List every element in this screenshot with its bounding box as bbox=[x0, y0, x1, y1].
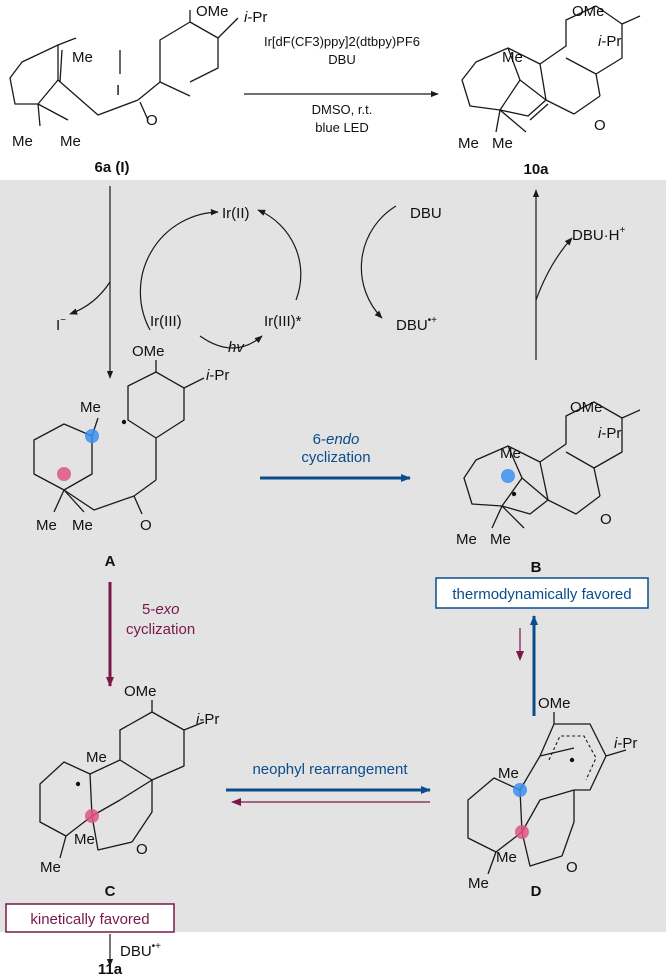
intermediate-A-label: A bbox=[105, 553, 116, 570]
carbonyl-o-D: O bbox=[566, 859, 578, 876]
intermediate-B-label: B bbox=[531, 559, 542, 576]
ome-label-6a: OMe bbox=[196, 3, 229, 20]
me-label-B-top: Me bbox=[500, 445, 521, 462]
dbu-oxidation-arc bbox=[360, 205, 397, 319]
dbu-radical-cation-label: DBU•+ bbox=[396, 315, 437, 334]
me-label-6a-1: Me bbox=[12, 133, 33, 150]
me-label-B-1: Me bbox=[456, 531, 477, 548]
ipr-label-B: i-Pr bbox=[598, 425, 621, 442]
intermediate-D-structure bbox=[467, 712, 627, 875]
ipr-label-6a: i-Pr bbox=[244, 9, 267, 26]
exo-step-line2: cyclization bbox=[126, 621, 195, 638]
carbonyl-o-B: O bbox=[600, 511, 612, 528]
radical-dot-D bbox=[569, 757, 575, 763]
product-11a-label: 11a bbox=[98, 961, 123, 974]
ome-label-D: OMe bbox=[538, 695, 571, 712]
radical-dot-B bbox=[511, 491, 517, 497]
thermo-box-text: thermodynamically favored bbox=[452, 586, 631, 603]
final-reagent-label: DBU•+ bbox=[120, 941, 161, 960]
conditions-base: DBU bbox=[328, 52, 355, 67]
exo-step-line1: 5-exo bbox=[142, 601, 180, 618]
intermediate-B-structure bbox=[463, 401, 641, 529]
dbu-label: DBU bbox=[410, 205, 442, 222]
pink-carbon-C bbox=[85, 809, 99, 823]
conditions-catalyst: Ir[dF(CF3)ppy]2(dtbpy)PF6 bbox=[264, 34, 420, 49]
thermo-box bbox=[435, 577, 649, 609]
ipr-label-C: i-Pr bbox=[196, 711, 219, 728]
blue-carbon-A bbox=[85, 429, 99, 443]
intermediate-D-label: D bbox=[531, 883, 542, 900]
me-label-A-2: Me bbox=[72, 517, 93, 534]
substrate-6a-structure bbox=[9, 10, 239, 127]
ir-excitation-arrow bbox=[199, 335, 263, 349]
intermediate-C-label: C bbox=[105, 883, 116, 900]
ir2-regeneration-arc bbox=[257, 209, 302, 301]
ome-label-C: OMe bbox=[124, 683, 157, 700]
ir3-label: Ir(III) bbox=[150, 313, 182, 330]
intermediate-A-structure bbox=[33, 360, 205, 515]
blue-carbon-D bbox=[513, 783, 527, 797]
carbonyl-o-6a: O bbox=[146, 112, 158, 129]
me-label-B-2: Me bbox=[490, 531, 511, 548]
neophyl-label: neophyl rearrangement bbox=[252, 761, 408, 778]
endo-step-line2: cyclization bbox=[301, 449, 370, 466]
me-label-C-2: Me bbox=[40, 859, 61, 876]
ipr-label-D: i-Pr bbox=[614, 735, 637, 752]
me-label-D-2: Me bbox=[468, 875, 489, 892]
endo-step-line1: 6-endo bbox=[313, 431, 360, 448]
me-label-10a-2: Me bbox=[492, 135, 513, 152]
ir2-label: Ir(II) bbox=[222, 205, 250, 222]
conditions-solvent: DMSO, r.t. bbox=[312, 102, 373, 117]
conditions-light: blue LED bbox=[315, 120, 368, 135]
carbonyl-o-10a: O bbox=[594, 117, 606, 134]
kinetic-box-text: kinetically favored bbox=[30, 911, 149, 928]
carbonyl-o-A: O bbox=[140, 517, 152, 534]
substrate-label: 6a (I) bbox=[94, 159, 129, 176]
iodo-label-6a: I bbox=[116, 82, 120, 99]
iodide-release-arrow bbox=[69, 281, 111, 315]
me-label-10a-top: Me bbox=[502, 49, 523, 66]
ipr-label-A: i-Pr bbox=[206, 367, 229, 384]
dbu-h-label: DBU·H+ bbox=[572, 225, 626, 244]
radical-dot-A bbox=[121, 419, 127, 425]
me-label-C-1: Me bbox=[74, 831, 95, 848]
blue-carbon-B bbox=[501, 469, 515, 483]
ir-cycle-left-arc bbox=[139, 209, 219, 331]
ome-label-B: OMe bbox=[570, 399, 603, 416]
carbonyl-o-C: O bbox=[136, 841, 148, 858]
ipr-label-10a: i-Pr bbox=[598, 33, 621, 50]
me-label-D-1: Me bbox=[496, 849, 517, 866]
ome-label-A: OMe bbox=[132, 343, 165, 360]
me-label-C-top: Me bbox=[86, 749, 107, 766]
me-label-A-top: Me bbox=[80, 399, 101, 416]
product-10a-structure bbox=[461, 5, 641, 133]
pink-carbon-A bbox=[57, 467, 71, 481]
ome-label-10a: OMe bbox=[572, 3, 605, 20]
iodide-label: I− bbox=[56, 315, 66, 334]
radical-dot-C bbox=[75, 781, 81, 787]
me-label-6a-2: Me bbox=[60, 133, 81, 150]
ir3-excited-label: Ir(III)* bbox=[264, 313, 302, 330]
mechanism-panel bbox=[0, 180, 666, 932]
product-label: 10a bbox=[523, 161, 549, 178]
me-label-10a-1: Me bbox=[458, 135, 479, 152]
me-label-D-top: Me bbox=[498, 765, 519, 782]
me-label-A-1: Me bbox=[36, 517, 57, 534]
dbu-h-release-arrow bbox=[535, 237, 573, 301]
me-label-6a-top: Me bbox=[72, 49, 93, 66]
pink-carbon-D bbox=[515, 825, 529, 839]
kinetic-box bbox=[5, 903, 175, 933]
hv-label: hv bbox=[228, 339, 245, 356]
